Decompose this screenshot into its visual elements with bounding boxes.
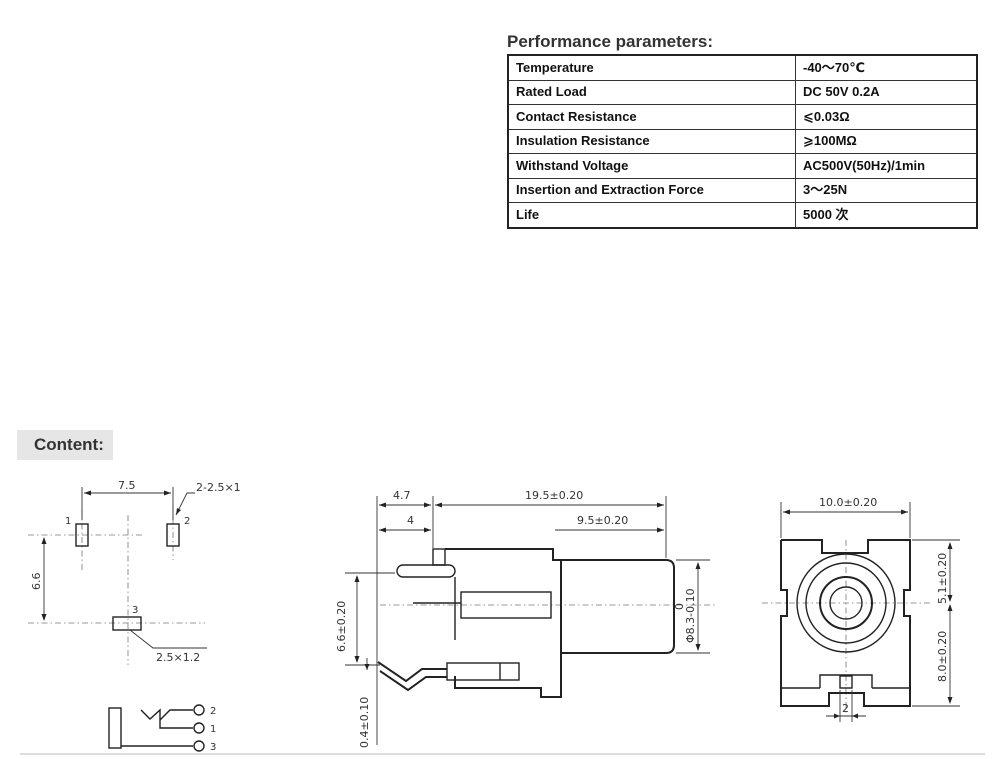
schematic-label-2: 2 <box>210 706 216 717</box>
parameter-value: -40～70℃ <box>795 54 978 81</box>
pad-label-2: 2 <box>184 516 190 527</box>
dim-4-7: 4.7 <box>393 489 411 502</box>
dim-8-0: 8.0±0.20 <box>936 631 949 682</box>
dim-phi-8-3: Φ8.3-0.10 <box>684 588 697 643</box>
schematic-label-1: 1 <box>210 724 216 735</box>
parameter-value: AC500V(50Hz)/1min <box>795 153 978 179</box>
parameter-name: Life <box>507 202 796 228</box>
parameter-name: Insulation Resistance <box>507 128 796 154</box>
dim-10-0: 10.0±0.20 <box>819 496 877 509</box>
dim-6-6: 6.6 <box>30 573 43 591</box>
parameter-name: Temperature <box>507 54 796 81</box>
schematic-pin-2 <box>193 704 205 716</box>
parameter-value: DC 50V 0.2A <box>795 79 978 105</box>
pad-3 <box>112 616 142 631</box>
parameter-name: Contact Resistance <box>507 104 796 130</box>
parameter-value: ⩽0.03Ω <box>795 104 978 130</box>
schematic-symbol: 2 1 3 <box>108 704 216 753</box>
schematic-pin-1 <box>193 722 205 734</box>
dim-7-5: 7.5 <box>118 479 136 492</box>
parameter-value: 5000 次 <box>795 202 978 228</box>
schematic-pin-3 <box>193 740 205 752</box>
performance-row: Insulation Resistance⩾100MΩ <box>507 128 978 154</box>
pad-1 <box>75 523 89 547</box>
parameter-value: 3～25N <box>795 177 978 203</box>
pad-label-3: 3 <box>132 605 138 616</box>
performance-row: Temperature-40～70℃ <box>507 54 978 81</box>
performance-title: Performance parameters: <box>507 32 713 51</box>
schematic-label-3: 3 <box>210 742 216 753</box>
dim-slot3-size: 2.5×1.2 <box>156 651 200 664</box>
pad-2 <box>166 523 180 547</box>
dim-0-4: 0.4±0.10 <box>358 697 371 748</box>
content-title-box: Content: <box>17 430 113 460</box>
pcb-footprint: 7.5 2-2.5×1 6.6 1 2 3 2.5×1.2 <box>28 479 241 665</box>
parameter-name: Insertion and Extraction Force <box>507 177 796 203</box>
dim-9-5: 9.5±0.20 <box>577 514 628 527</box>
dim-6-6-side: 6.6±0.20 <box>335 601 348 652</box>
dim-19-5: 19.5±0.20 <box>525 489 583 502</box>
dim-2: 2 <box>842 702 849 715</box>
content-title: Content: <box>34 435 104 454</box>
parameter-name: Withstand Voltage <box>507 153 796 179</box>
dim-slot-size: 2-2.5×1 <box>196 481 241 494</box>
parameter-name: Rated Load <box>507 79 796 105</box>
front-view: 10.0±0.20 5.1±0.20 8.0±0.20 2 <box>762 496 960 722</box>
performance-row: Contact Resistance⩽0.03Ω <box>507 104 978 130</box>
dim-4: 4 <box>407 514 414 527</box>
dim-5-1: 5.1±0.20 <box>936 553 949 604</box>
dim-phi-tolerance: 0 <box>673 603 686 610</box>
side-view: 4.7 19.5±0.20 4 9.5±0.20 6.6±0.20 0.4±0.… <box>335 489 715 748</box>
pad-label-1: 1 <box>65 516 71 527</box>
